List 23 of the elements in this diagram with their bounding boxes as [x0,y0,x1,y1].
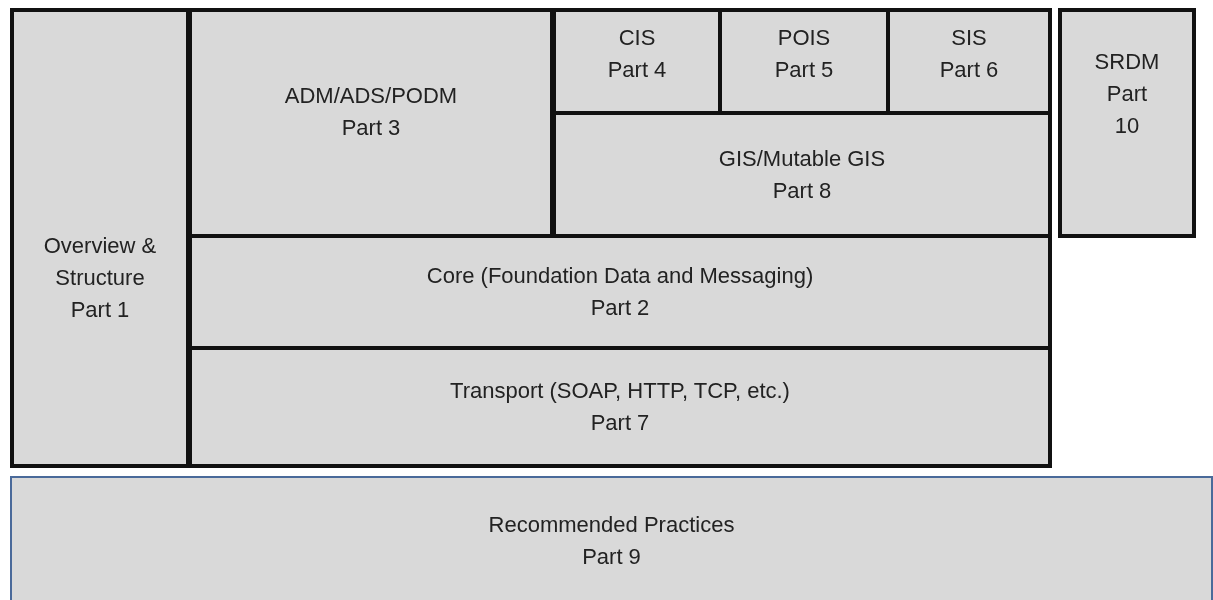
block-title: CIS [618,24,656,52]
part-number: Part 2 [590,294,650,322]
part-number: Part 9 [582,543,641,571]
block-title: Transport (SOAP, HTTP, TCP, etc.) [450,377,790,406]
part-number: Part 4 [607,55,667,84]
block-title: SIS [951,24,987,52]
part-number: Part 8 [772,176,832,205]
part-number: Part 5 [774,55,834,84]
block-title: SRDM [1094,48,1160,76]
block-title: Core (Foundation Data and Messaging) [426,262,814,291]
layer-block [10,476,1213,600]
block-title: POIS [777,24,831,52]
layer-block [10,8,190,468]
part-number: Part 3 [341,113,401,142]
block-title: GIS/Mutable GIS [718,144,886,173]
part-number: Part 1 [70,295,130,324]
block-title: ADM/ADS/PODM [284,82,458,110]
block-title: Recommended Practices [488,511,735,540]
part-number: Part 6 [939,55,999,84]
layer-block [1058,8,1196,238]
block-title: Overview & Structure [42,232,158,293]
part-number: Part 10 [1105,79,1149,140]
part-number: Part 7 [590,409,650,437]
